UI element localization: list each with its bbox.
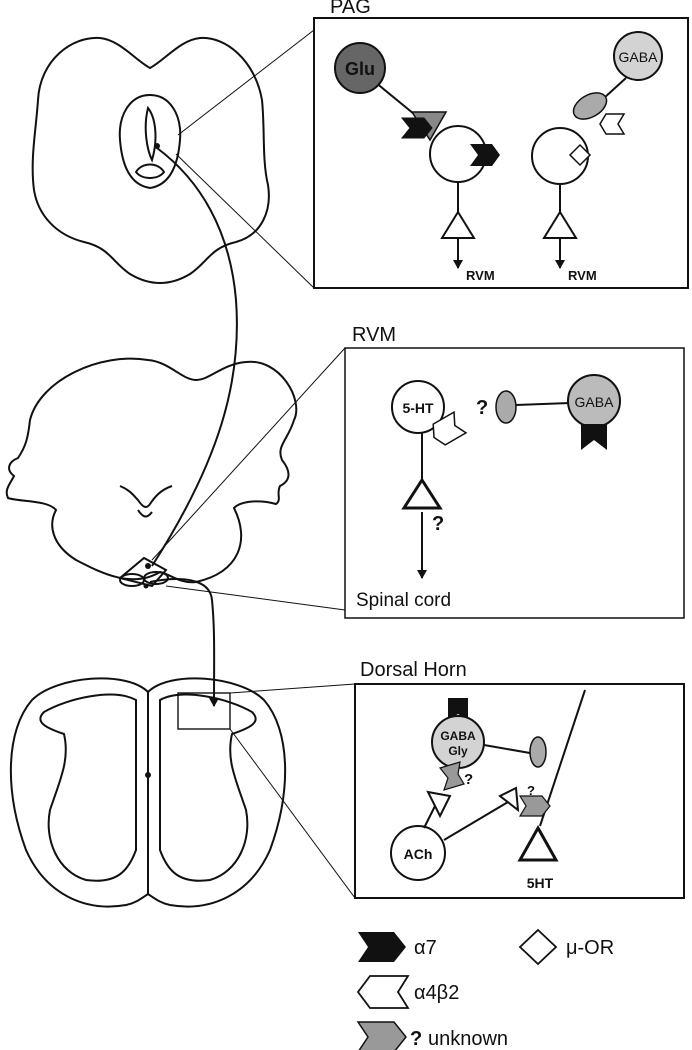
pag-gaba-axon bbox=[603, 77, 627, 99]
ach-terminal-to-serotonin bbox=[498, 786, 520, 813]
alpha7-receptor-rvm bbox=[581, 424, 607, 450]
ach-neuron bbox=[390, 825, 446, 881]
rvm-panel-title: RVM bbox=[352, 324, 396, 346]
rvm-gaba-terminal bbox=[495, 390, 517, 424]
ach-axon-to-serotonin bbox=[443, 801, 509, 841]
legend-alpha4beta2-icon bbox=[356, 975, 410, 1009]
dorsal-horn-gaba-terminal bbox=[529, 736, 547, 768]
glu-label: Glu bbox=[345, 59, 375, 79]
legend-mu-or-label: μ-OR bbox=[566, 937, 614, 959]
glu-axon bbox=[374, 81, 415, 115]
dh-question-axon: ? bbox=[527, 783, 535, 798]
zoom-connector-lines bbox=[151, 29, 356, 899]
legend-alpha4beta2-label: α4β2 bbox=[414, 982, 459, 1004]
alpha4beta2-receptor-pag bbox=[599, 113, 626, 135]
rvm-to-spinal-pathway bbox=[149, 578, 220, 707]
pag-gaba-terminal bbox=[572, 92, 608, 120]
spinal-cord-section bbox=[9, 677, 287, 908]
rvm-neuron-dot bbox=[145, 563, 151, 569]
pag-gaba-label: GABA bbox=[619, 49, 659, 65]
spinal-cord-label: Spinal cord bbox=[356, 590, 451, 611]
alpha4beta2-receptor-rvm bbox=[432, 410, 468, 446]
legend-unknown-icon bbox=[356, 1021, 407, 1050]
alpha7-receptor-presynaptic bbox=[400, 117, 433, 139]
pag-neuron-dot bbox=[154, 143, 160, 149]
pag-gaba-neuron bbox=[613, 31, 663, 81]
rvm-gaba-axon bbox=[515, 402, 571, 406]
legend-alpha7-label: α7 bbox=[414, 937, 437, 959]
legend-mu-or-icon bbox=[518, 928, 558, 966]
mu-or-receptor-pag bbox=[568, 143, 592, 167]
rvm-region bbox=[117, 556, 169, 588]
unknown-receptor-axon bbox=[518, 795, 551, 817]
legend-unknown-question: ? bbox=[410, 1028, 422, 1050]
ach-label: ACh bbox=[404, 846, 433, 862]
ach-terminal-to-gaba bbox=[426, 790, 452, 819]
medulla-section bbox=[5, 357, 298, 584]
gaba-gly-label-line2: Gly bbox=[448, 744, 468, 758]
rvm-arrow-label-left: RVM bbox=[466, 268, 495, 283]
dorsal-horn-panel-title: Dorsal Horn bbox=[360, 659, 467, 681]
pag-panel-title: PAG bbox=[330, 0, 371, 18]
rvm-question-near-cell: ? bbox=[476, 397, 488, 419]
rvm-gaba-label: GABA bbox=[575, 394, 615, 410]
unknown-receptor-gaba bbox=[438, 761, 465, 791]
gaba-gly-label-line1: GABA bbox=[440, 729, 476, 743]
serotonin-label: 5-HT bbox=[402, 400, 434, 416]
alpha7-receptor-dorsal-horn bbox=[448, 698, 468, 720]
serotonin-neuron bbox=[391, 380, 445, 434]
legend-unknown-label: unknown bbox=[428, 1028, 508, 1050]
serotonin-terminal-dh bbox=[517, 824, 559, 862]
rvm-arrow-label-right: RVM bbox=[568, 268, 597, 283]
alpha7-receptor-postsynaptic bbox=[470, 144, 500, 166]
ht-label: 5HT bbox=[527, 875, 554, 891]
rvm-panel bbox=[344, 347, 685, 619]
rvm-neuron-dot-2 bbox=[143, 583, 149, 589]
pag-to-rvm-pathway bbox=[151, 147, 238, 567]
serotonin-terminal bbox=[401, 477, 443, 510]
pag-region bbox=[118, 93, 182, 190]
legend-alpha7-icon bbox=[358, 932, 406, 962]
rvm-question-below-terminal: ? bbox=[432, 513, 444, 535]
dorsal-horn-region-box bbox=[177, 692, 231, 730]
dh-question-gaba: ? bbox=[464, 771, 473, 788]
glu-neuron bbox=[334, 42, 386, 94]
midbrain-section bbox=[31, 36, 270, 284]
gaba-gly-axon bbox=[483, 744, 531, 754]
central-canal bbox=[145, 772, 151, 778]
